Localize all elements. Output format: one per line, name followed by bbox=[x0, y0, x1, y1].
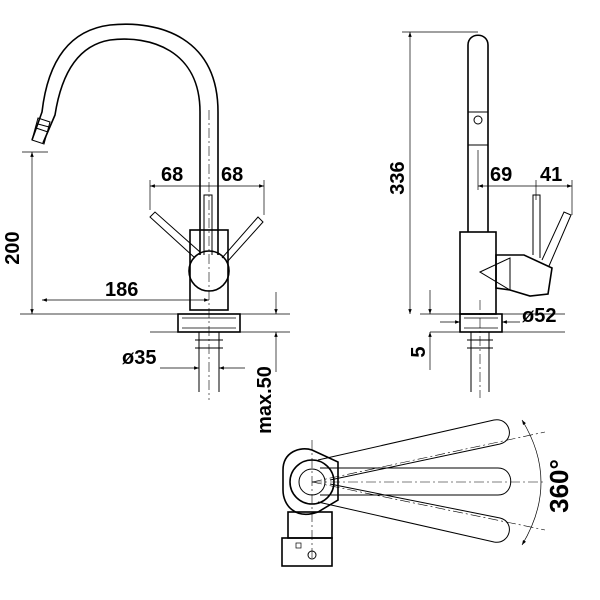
side-lever-joint bbox=[495, 254, 553, 297]
dim-reach-to-handle: 69 bbox=[490, 164, 512, 186]
top-spout-lower bbox=[317, 483, 510, 543]
side-spout bbox=[467, 34, 489, 232]
dim-spout-height: 200 bbox=[2, 231, 24, 264]
dim-handle-offset: 41 bbox=[540, 164, 562, 186]
top-housing bbox=[287, 511, 333, 539]
dim-base-diameter: ø52 bbox=[522, 305, 556, 327]
top-view: 360° bbox=[281, 419, 574, 567]
top-rotation-arc bbox=[521, 419, 542, 546]
side-base-ring bbox=[459, 313, 503, 333]
side-view: 336 69 41 ø52 5 bbox=[387, 31, 573, 398]
dim-max-counter-thickness: max.50 bbox=[254, 366, 276, 434]
top-spout-middle bbox=[320, 467, 512, 496]
dim-hole-diameter: ø35 bbox=[122, 347, 156, 369]
front-handle-right bbox=[221, 216, 264, 263]
dim-total-height: 336 bbox=[387, 161, 409, 194]
side-body bbox=[459, 231, 497, 315]
dim-handle-spread-right: 68 bbox=[221, 164, 243, 186]
side-handle-vertical bbox=[532, 194, 541, 258]
front-handle-center bbox=[203, 194, 213, 255]
dim-rotation: 360° bbox=[544, 459, 574, 513]
front-shank bbox=[195, 332, 223, 392]
top-spout-upper bbox=[317, 419, 510, 481]
dim-spout-reach: 186 bbox=[105, 279, 138, 301]
front-view: 68 68 200 186 ø35 max.50 bbox=[2, 23, 290, 434]
side-shank bbox=[467, 332, 493, 392]
top-base bbox=[282, 448, 339, 515]
front-aerator bbox=[31, 117, 51, 145]
dim-handle-spread-left: 68 bbox=[161, 164, 183, 186]
top-bracket bbox=[281, 537, 333, 567]
front-spout bbox=[31, 23, 219, 255]
side-handle-angled bbox=[541, 211, 572, 267]
dim-base-height: 5 bbox=[408, 346, 430, 357]
front-handle-left bbox=[149, 211, 201, 259]
